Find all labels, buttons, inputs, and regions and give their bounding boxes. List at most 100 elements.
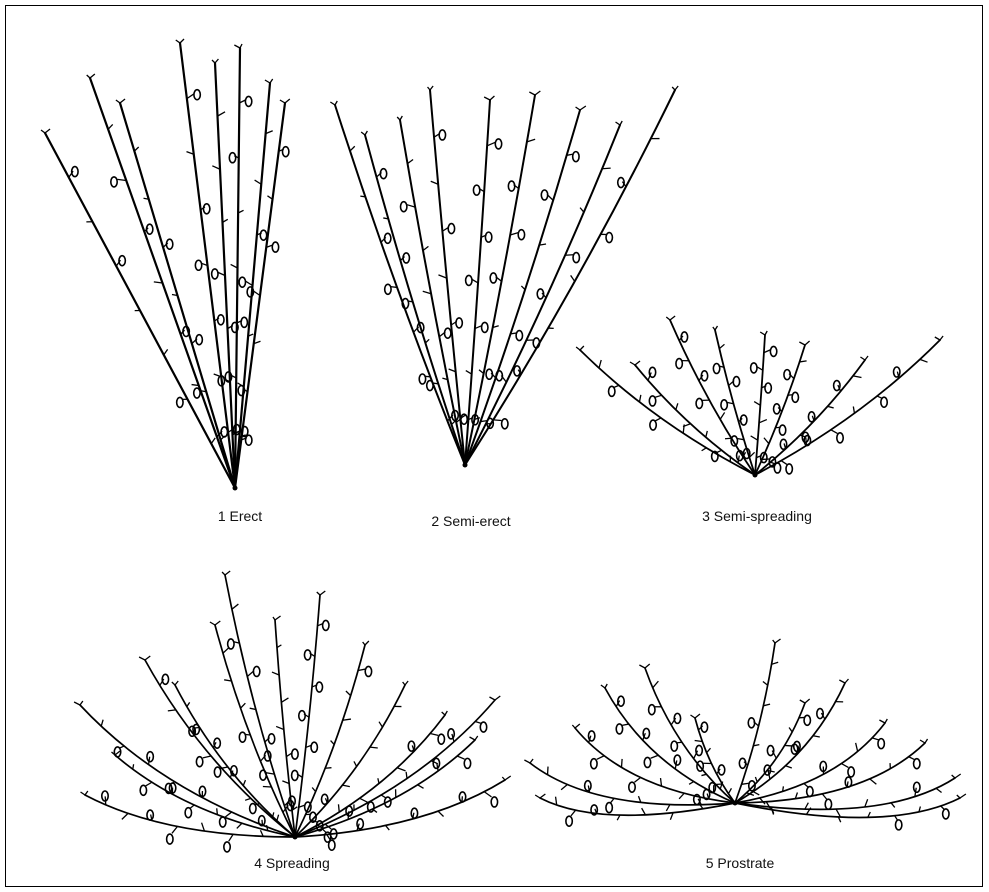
leaflet-spur	[831, 430, 838, 434]
pod	[649, 705, 655, 715]
stem-tip	[222, 571, 230, 575]
leaflet-spur	[146, 782, 152, 786]
stem-tip	[111, 751, 120, 755]
pod	[808, 412, 814, 422]
leaflet-spur	[487, 142, 495, 146]
pod	[260, 770, 266, 780]
leaflet-spur	[804, 784, 808, 788]
leaflet-spur	[653, 681, 659, 688]
leaflet-spur	[232, 604, 238, 609]
pod	[464, 758, 470, 768]
stem-tip	[920, 739, 928, 743]
stem-tip	[363, 641, 369, 645]
leaflet-spur	[312, 788, 315, 792]
pod	[643, 728, 649, 738]
stem-tip	[442, 711, 448, 715]
stem	[735, 723, 885, 803]
plant-erect-drawing	[30, 28, 300, 498]
stem-tip	[172, 681, 178, 685]
stem-tip	[690, 714, 699, 718]
pod	[321, 794, 327, 804]
leaflet-spur	[134, 147, 138, 151]
leaflet-spur	[168, 710, 176, 711]
pod	[239, 277, 245, 287]
pod	[311, 742, 317, 752]
leaflet-spur	[759, 420, 767, 423]
leaflet-spur	[853, 376, 861, 378]
leaflet-spur	[229, 834, 233, 841]
leaflet-spur	[484, 792, 491, 797]
pod	[292, 770, 298, 780]
stem-tip	[74, 701, 83, 705]
pod	[140, 785, 146, 795]
leaflet-spur	[597, 756, 604, 760]
caption-prostrate: 5 Prostrate	[706, 855, 774, 871]
pod	[834, 381, 840, 391]
leaflet-spur	[187, 702, 190, 706]
stem-tip	[639, 664, 649, 668]
pod	[448, 729, 454, 739]
stem-tip	[176, 39, 184, 43]
stem-tip	[265, 79, 273, 83]
leaflet-spur	[338, 804, 339, 812]
pod	[741, 415, 747, 425]
stem-tip	[935, 336, 943, 340]
pod	[748, 718, 754, 728]
stem-tip	[273, 616, 281, 620]
leaflet-spur	[431, 761, 438, 764]
pod	[780, 439, 786, 449]
plant-spreading-illustration	[75, 565, 515, 845]
caption-semi-spreading: 3 Semi-spreading	[702, 508, 812, 524]
pod	[848, 767, 854, 777]
stem-tip	[139, 656, 150, 660]
leaflet-spur	[602, 168, 611, 169]
leaflet-spur	[556, 797, 557, 805]
leaflet-spur	[430, 734, 438, 736]
pod	[245, 96, 251, 106]
leaflet-spur	[611, 798, 615, 802]
leaflet-spur	[781, 461, 787, 465]
leaflet-spur	[706, 431, 708, 437]
stem-tip	[799, 341, 809, 345]
pod	[239, 732, 245, 742]
leaflet-spur	[187, 94, 194, 99]
leaflet-spur	[262, 820, 263, 825]
pod	[228, 639, 234, 649]
pod	[786, 464, 792, 474]
pod	[508, 181, 514, 191]
plant-prostrate-drawing	[525, 628, 965, 813]
pod	[260, 230, 266, 240]
pod	[268, 734, 274, 744]
pod	[195, 260, 201, 270]
leaflet-spur	[466, 371, 472, 375]
stem	[295, 715, 445, 837]
pod	[807, 787, 813, 797]
pod	[323, 620, 329, 630]
stem-tip	[330, 101, 337, 105]
leaflet-spur	[751, 436, 758, 440]
stem-tip	[773, 639, 781, 643]
leaflet-spur	[561, 785, 567, 790]
leaflet-spur	[203, 756, 211, 758]
pod	[229, 153, 235, 163]
leaflet-spur	[479, 370, 484, 374]
leaflet-spur	[813, 736, 820, 737]
leaflet-spur	[360, 798, 368, 802]
leaflet-spur	[378, 778, 379, 783]
pod	[466, 275, 472, 285]
leaflet-spur	[277, 815, 279, 821]
leaflet-spur	[707, 748, 711, 753]
pod	[220, 817, 226, 827]
stem-tip	[403, 681, 408, 685]
pod	[649, 396, 655, 406]
stem-tip	[529, 91, 540, 95]
leaflet-spur	[872, 738, 878, 740]
stem-tip	[630, 361, 640, 365]
stem-tip	[860, 356, 868, 360]
pod	[253, 666, 259, 676]
leaflet-spur	[101, 720, 103, 727]
plant-semi-spreading-drawing	[575, 305, 945, 485]
pod	[438, 734, 444, 744]
leaflet-spur	[599, 360, 601, 368]
leaflet-spur	[397, 768, 405, 771]
